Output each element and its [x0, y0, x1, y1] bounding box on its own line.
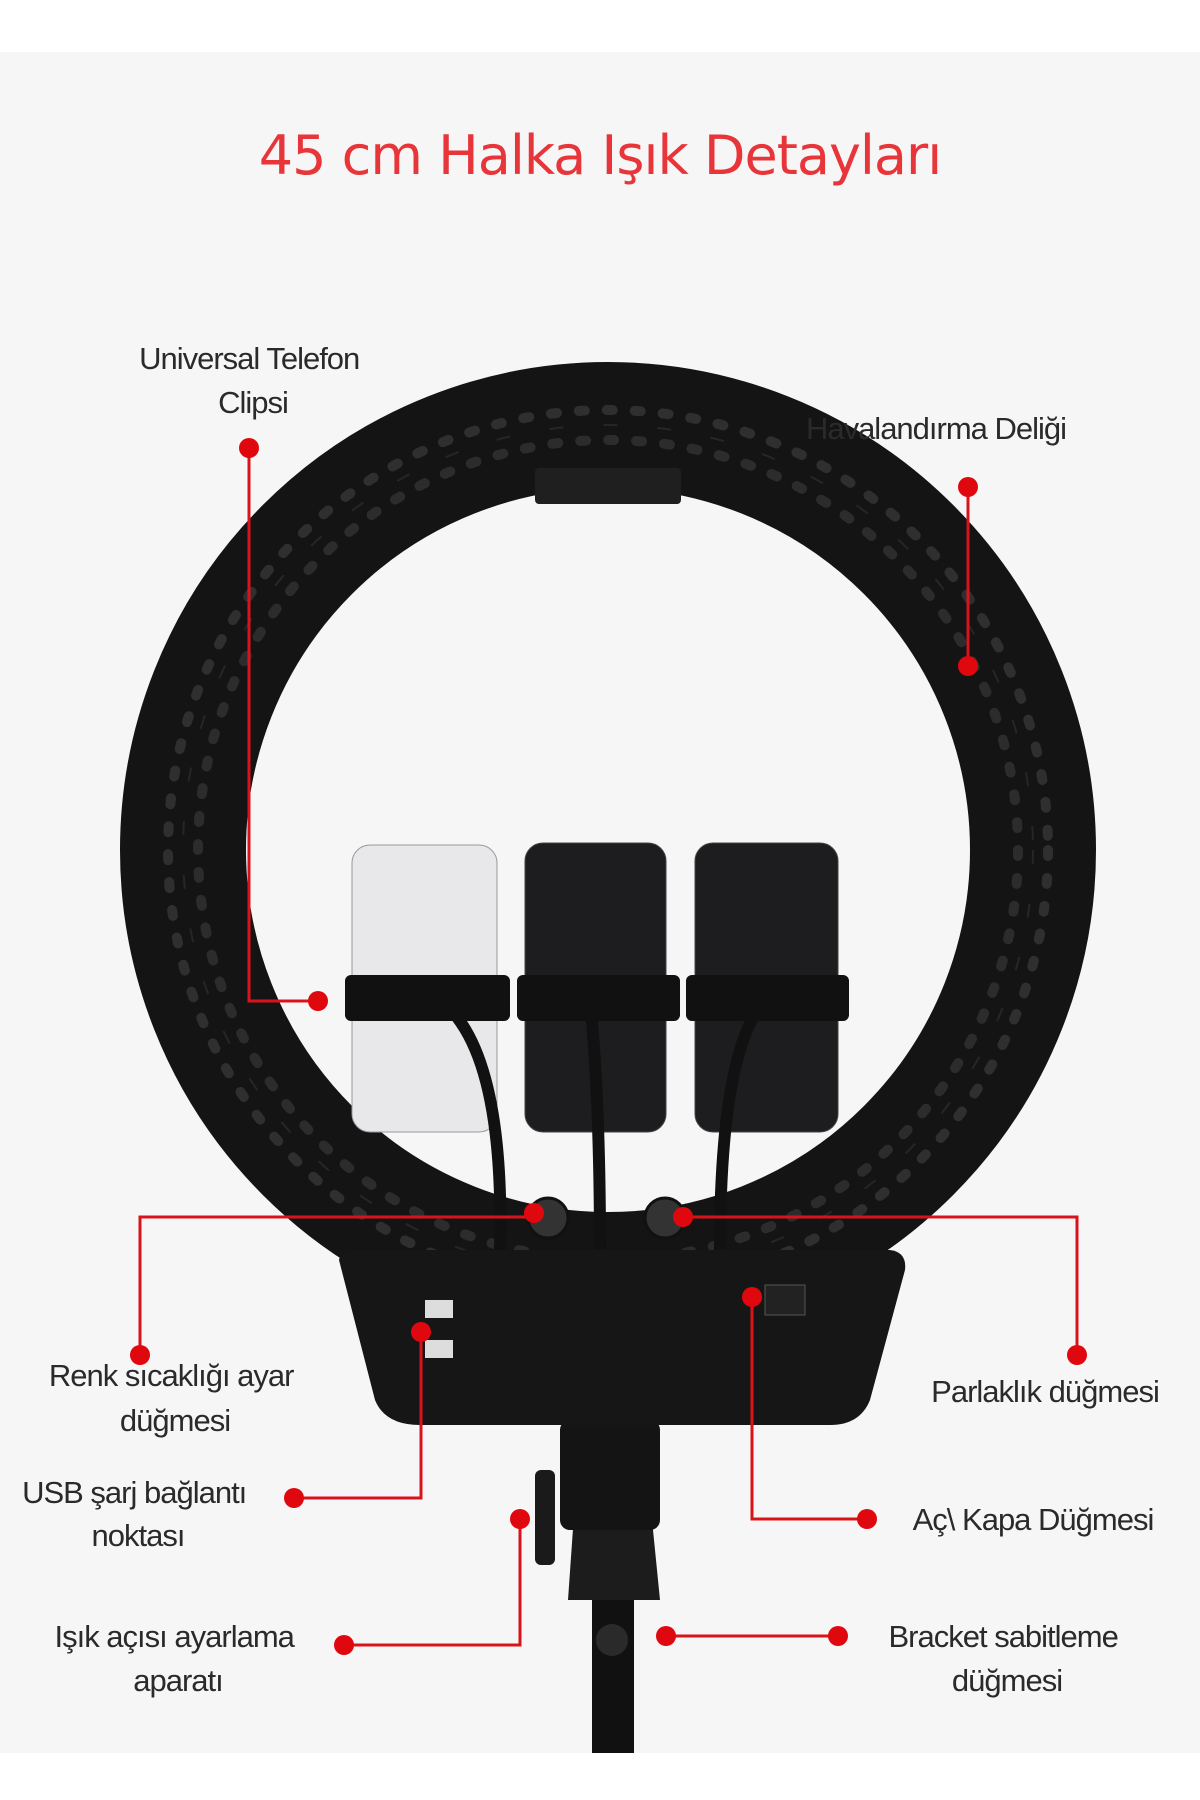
usb-port-1	[425, 1300, 453, 1318]
gooseneck-2	[584, 999, 606, 1251]
vent-pattern	[182, 424, 1034, 1276]
label-brightness: Parlaklık düğmesi	[931, 1374, 1159, 1409]
label-vent: Havalandırma Deliği	[806, 411, 1066, 446]
stand	[535, 1420, 660, 1753]
usb-port-2	[425, 1340, 453, 1358]
page-title: 45 cm Halka Işık Detayları	[259, 124, 941, 187]
label-color-temp: Renk sıcaklığı ayar düğmesi	[49, 1358, 301, 1438]
gooseneck-3	[714, 995, 770, 1251]
callouts	[130, 438, 1087, 1655]
bracket-knob	[596, 1624, 628, 1656]
angle-mount	[560, 1420, 660, 1530]
gooseneck-1	[436, 995, 507, 1251]
label-usb: USB şarj bağlantı noktası	[22, 1475, 254, 1553]
power-switch	[764, 1284, 806, 1316]
label-phone-clip: Universal Telefon Clipsi	[139, 341, 367, 420]
phone-clip-3	[686, 975, 849, 1021]
label-angle: Işık açısı ayarlama aparatı	[54, 1619, 301, 1698]
angle-knob	[535, 1470, 555, 1565]
phone-clip-1	[345, 975, 510, 1021]
control-box	[339, 1250, 906, 1425]
label-bracket: Bracket sabitleme düğmesi	[888, 1619, 1125, 1698]
ring-light	[120, 362, 1096, 1425]
phone-clip-2	[517, 975, 680, 1021]
label-power: Aç\ Kapa Düğmesi	[913, 1502, 1154, 1537]
phones	[345, 842, 849, 1251]
